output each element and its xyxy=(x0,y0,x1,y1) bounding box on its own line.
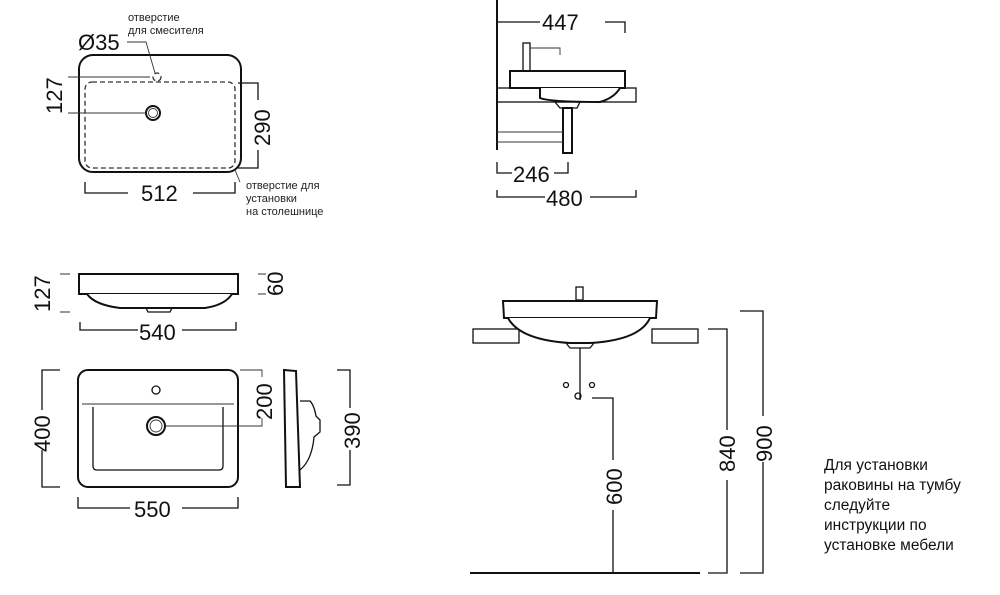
install-note-1: Для установки xyxy=(824,457,928,474)
drain-inner xyxy=(148,108,158,118)
hole-diameter-label: Ø35 xyxy=(78,30,120,55)
dim-290: 290 xyxy=(250,109,275,146)
install-note-3: следуйте xyxy=(824,497,890,514)
dim-200: 200 xyxy=(252,383,277,420)
dim-480: 480 xyxy=(546,186,583,211)
dim-390: 390 xyxy=(340,412,365,449)
mixer-hole xyxy=(151,385,161,395)
dim-60: 60 xyxy=(263,272,288,296)
top-view: отверстие для смесителя Ø35 127 290 512 … xyxy=(42,12,323,218)
cutout-note-1: отверстие для xyxy=(246,180,320,192)
mixer-hole-note-2: для смесителя xyxy=(128,25,204,37)
dim-512: 512 xyxy=(141,181,178,206)
cutout-note-2: установки xyxy=(246,193,297,205)
front-view: 127 60 540 xyxy=(30,272,288,345)
cutout-outline xyxy=(84,81,236,169)
plan-view: 200 400 550 390 xyxy=(30,368,365,522)
dim-840: 840 xyxy=(715,435,740,472)
dim-400: 400 xyxy=(30,415,55,452)
install-note-4: инструкции по xyxy=(824,517,927,534)
dim-600: 600 xyxy=(602,468,627,505)
dim-127-top: 127 xyxy=(42,77,67,114)
dim-900: 900 xyxy=(752,425,777,462)
dim-447: 447 xyxy=(542,10,579,35)
installation-view: 600 840 900 Для установки раковины на ту… xyxy=(470,286,961,574)
dim-550: 550 xyxy=(134,497,171,522)
side-section: 447 246 480 xyxy=(496,0,637,211)
mixer-hole xyxy=(152,72,162,82)
dim-246: 246 xyxy=(513,162,550,187)
cutout-note-3: на столешнице xyxy=(246,206,323,218)
mixer-hole-note-1: отверстие xyxy=(128,12,180,24)
dim-127-front: 127 xyxy=(30,275,55,312)
install-note-2: раковины на тумбу xyxy=(824,477,961,494)
dim-540: 540 xyxy=(139,320,176,345)
install-note-5: установке мебели xyxy=(824,537,954,554)
